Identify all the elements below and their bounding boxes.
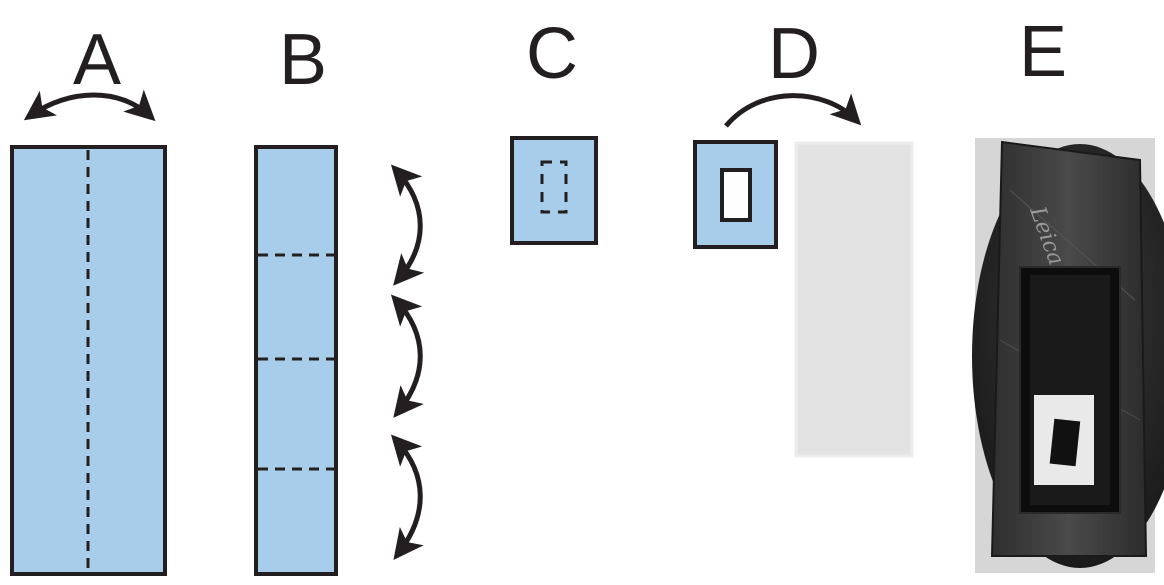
fold-arrow-a-icon <box>23 89 156 122</box>
panel-d: D <box>693 14 914 458</box>
panel-label-e: E <box>1019 12 1067 92</box>
panel-label-d: D <box>768 14 820 94</box>
panel-e: E Leica <box>972 12 1164 573</box>
paper-strip-b <box>254 145 338 576</box>
panel-label-b: B <box>279 20 327 100</box>
sample-piece <box>1049 418 1081 467</box>
panel-label-c: C <box>526 14 578 94</box>
fold-arrow-b3-icon <box>390 434 424 560</box>
folded-paper-c <box>510 136 598 245</box>
panel-label-a: A <box>73 20 121 100</box>
fold-arrow-b2-icon <box>390 294 424 418</box>
panel-a: A <box>10 20 167 576</box>
glass-slide <box>794 141 914 458</box>
panel-c: C <box>510 14 598 245</box>
fold-arrow-b1-icon <box>390 164 425 286</box>
frame-window <box>720 168 752 222</box>
microscope-photo: Leica <box>972 138 1164 573</box>
transfer-arrow-icon <box>724 93 862 128</box>
panel-b: B <box>254 20 425 576</box>
